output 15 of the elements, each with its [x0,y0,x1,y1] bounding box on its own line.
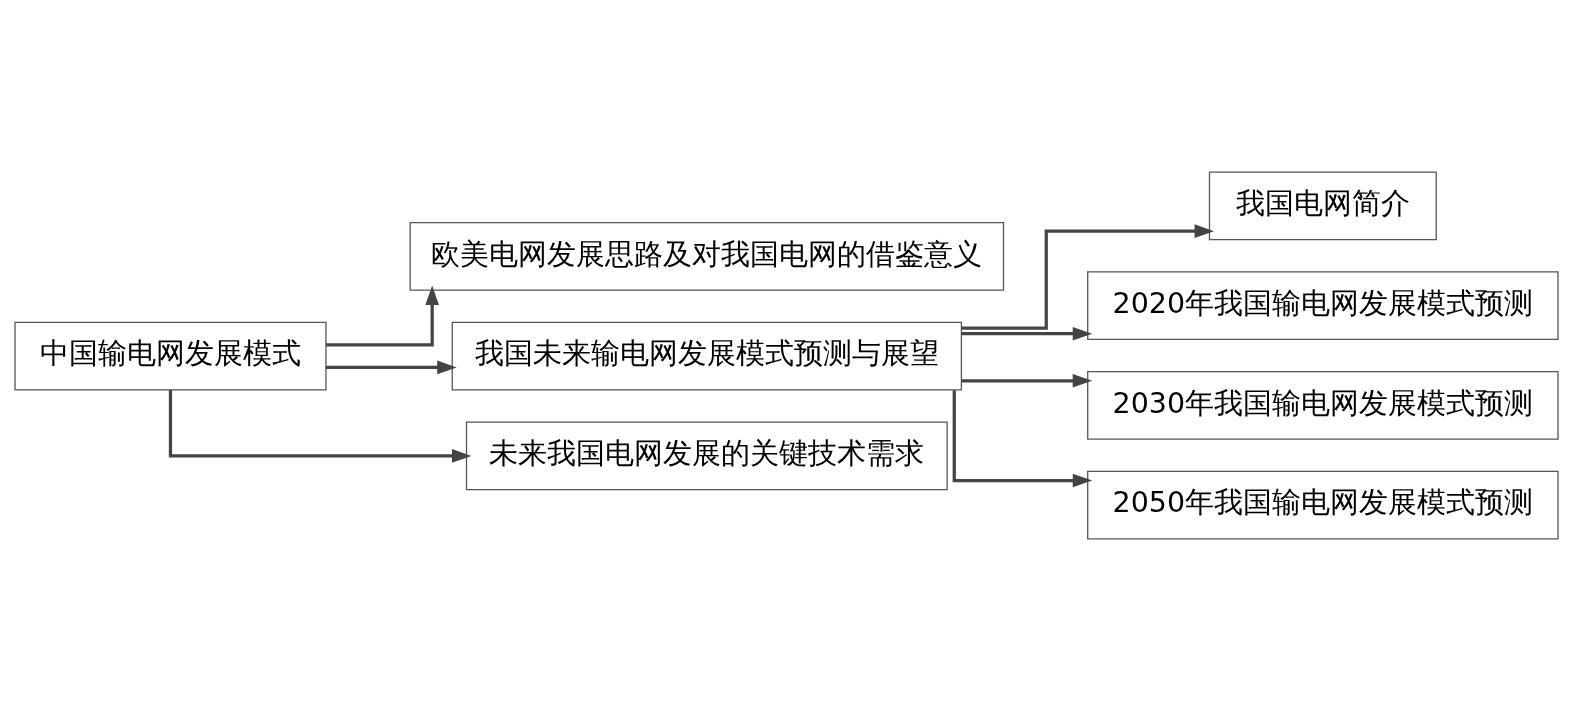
arrow [168,389,472,463]
arrow [326,284,439,347]
arrow [961,223,1215,330]
node-box: 2020年我国输电网发展模式预测 [1087,270,1559,340]
node-box: 2050年我国输电网发展模式预测 [1087,470,1559,539]
node-box: 我国电网简介 [1208,171,1437,240]
node-box: 我国未来输电网发展模式预测与展望 [451,321,963,390]
node-box: 欧美电网发展思路及对我国电网的借鉴意义 [409,221,1005,291]
node-box: 未来我国电网发展的关键技术需求 [465,421,948,490]
node-box: 2030年我国输电网发展模式预测 [1087,370,1559,440]
arrow [325,360,457,374]
arrow [961,373,1093,388]
node-box: 中国输电网发展模式 [14,321,327,390]
arrow [961,326,1093,340]
arrow [952,389,1093,487]
